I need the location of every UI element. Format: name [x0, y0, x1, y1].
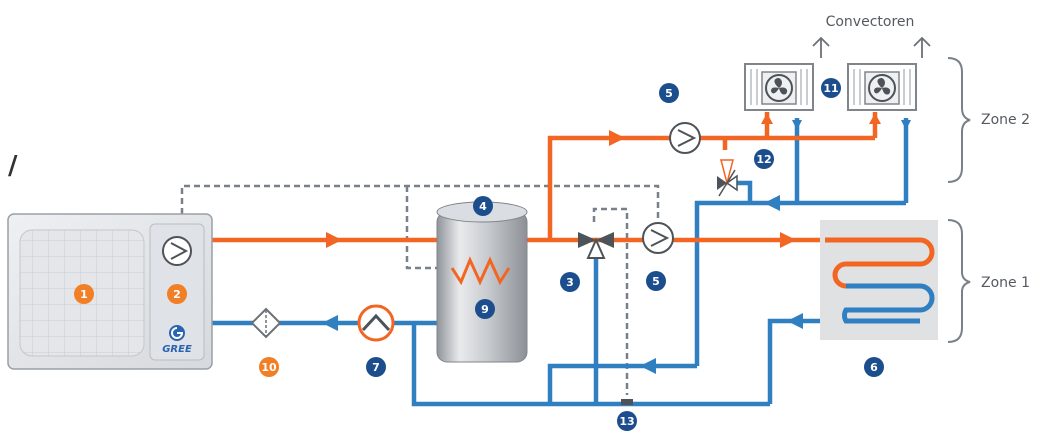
marker-4: 4 — [473, 196, 493, 216]
markers: 1 2 10 7 4 9 3 5 5 11 12 6 13 — [74, 78, 884, 431]
marker-2-text: 2 — [173, 288, 181, 301]
flow-arrows — [322, 113, 911, 374]
arrow-hot-2 — [609, 130, 625, 146]
convector-left — [744, 63, 814, 111]
zone2-bracket — [947, 57, 971, 183]
arrow-cold-2 — [787, 313, 803, 329]
filter-icon — [250, 307, 282, 339]
arrow-cold-3 — [764, 195, 780, 211]
marker-3: 3 — [560, 272, 580, 292]
hot-pipes — [212, 112, 878, 243]
marker-5-upper: 5 — [659, 83, 679, 103]
air-arrow-icon — [913, 36, 931, 58]
convectors-label: Convectoren — [826, 14, 915, 30]
marker-3-text: 3 — [566, 276, 574, 289]
marker-5-lower-text: 5 — [652, 275, 660, 288]
gree-logo-icon: GREE — [162, 325, 192, 355]
circulation-pump-zone2-icon — [669, 122, 701, 154]
marker-1: 1 — [74, 284, 94, 304]
marker-6-text: 6 — [870, 361, 878, 374]
marker-13-text: 13 — [619, 415, 634, 428]
gree-logo-text: GREE — [162, 344, 192, 355]
arrow-cold-4 — [640, 358, 656, 374]
marker-2: 2 — [167, 284, 187, 304]
cold-pipes — [212, 118, 909, 407]
fan-icon — [868, 74, 896, 102]
zone2-label: Zone 2 — [981, 112, 1030, 128]
marker-13: 13 — [617, 411, 637, 431]
bypass-valve-icon — [717, 159, 738, 197]
separator-icon — [357, 304, 395, 342]
marker-12: 12 — [754, 149, 774, 169]
marker-11: 11 — [821, 78, 841, 98]
sensor-icon — [621, 399, 633, 405]
marker-1-text: 1 — [80, 288, 88, 301]
marker-9-text: 9 — [481, 303, 489, 316]
zone1-label: Zone 1 — [981, 275, 1030, 291]
marker-11-text: 11 — [823, 82, 838, 95]
dhw-tank — [436, 201, 528, 363]
circulation-pump-icon — [642, 222, 674, 254]
air-up-arrows — [812, 36, 931, 58]
marker-12-text: 12 — [756, 153, 771, 166]
arrow-hot-4 — [761, 113, 773, 124]
marker-5-lower: 5 — [646, 271, 666, 291]
marker-10: 10 — [259, 357, 279, 377]
arrow-cold-1 — [322, 315, 338, 331]
compressor-pump-icon — [162, 236, 192, 266]
slash-mark: / — [8, 151, 18, 181]
arrow-hot-3 — [780, 232, 796, 248]
fan-icon — [765, 74, 793, 102]
control-lines — [180, 184, 660, 395]
arrow-hot-1 — [326, 232, 342, 248]
marker-4-text: 4 — [479, 200, 487, 213]
marker-5-upper-text: 5 — [665, 87, 673, 100]
marker-7: 7 — [366, 357, 386, 377]
marker-10-text: 10 — [261, 361, 277, 374]
convector-right — [847, 63, 917, 111]
three-way-valve-icon — [578, 232, 614, 259]
air-arrow-icon — [812, 36, 830, 58]
arrow-cold-6 — [901, 120, 911, 130]
zone-brackets — [947, 57, 971, 343]
heating-coil-icon — [450, 256, 511, 286]
underfloor-heating — [820, 220, 938, 340]
zone1-bracket — [947, 219, 971, 343]
arrow-hot-5 — [869, 113, 881, 124]
marker-6: 6 — [864, 357, 884, 377]
marker-9: 9 — [475, 299, 495, 319]
arrow-cold-5 — [792, 120, 802, 130]
marker-7-text: 7 — [372, 361, 380, 374]
